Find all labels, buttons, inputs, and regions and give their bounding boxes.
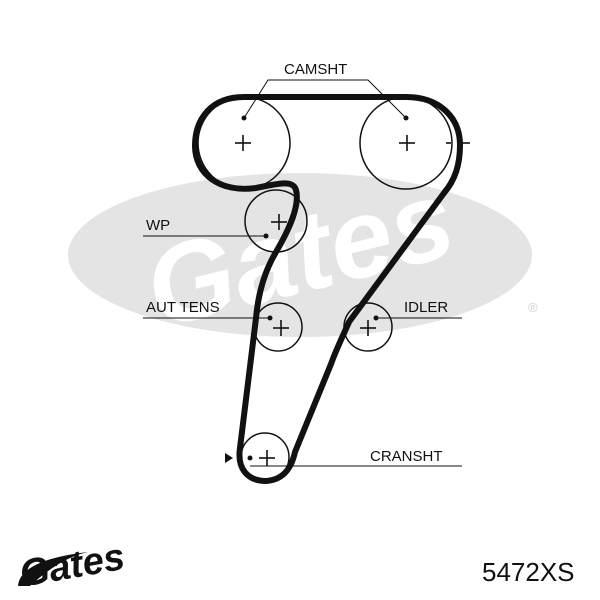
leader-camshaft	[243, 79, 407, 119]
label-camshaft: CAMSHT	[284, 61, 347, 78]
plus-icon-auto-tensioner	[273, 320, 289, 336]
leader-lines	[143, 79, 462, 467]
brand-logo-text: Gates	[17, 536, 128, 596]
arrow-marker-icon	[225, 453, 233, 463]
plus-icon-crankshaft	[259, 450, 275, 466]
watermark: Gates ®	[68, 155, 538, 352]
label-water-pump: WP	[146, 217, 170, 234]
label-idler: IDLER	[404, 299, 448, 316]
plus-icon-water-pump	[271, 214, 287, 230]
plus-icon-idler	[360, 320, 376, 336]
watermark-ellipse	[68, 173, 532, 337]
watermark-registered-mark: ®	[528, 300, 538, 315]
brand-logo: Gates	[17, 536, 128, 596]
plus-icon-camshaft-left	[235, 135, 251, 151]
label-auto-tensioner: AUT TENS	[146, 299, 220, 316]
label-crankshaft: CRANSHT	[370, 448, 443, 465]
plus-icon-camshaft-right	[399, 135, 415, 151]
part-number: 5472XS	[482, 557, 575, 587]
timing-dot-crankshaft	[247, 455, 253, 461]
brand-logo-swoosh	[18, 552, 88, 586]
